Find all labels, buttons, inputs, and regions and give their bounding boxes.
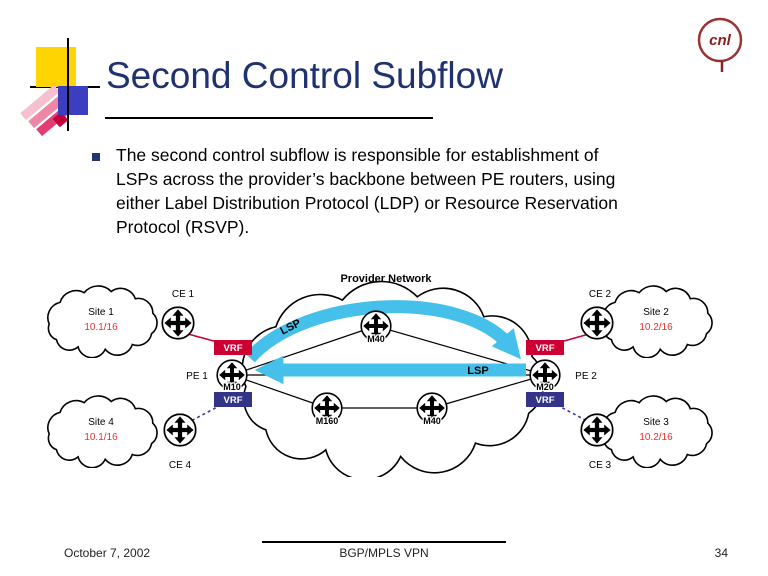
pe1-vrf-blue-box bbox=[214, 392, 252, 407]
lsp-arrow-forward bbox=[245, 300, 521, 363]
ce1-router-icon bbox=[161, 306, 195, 340]
bullet-line-3: either Label Distribution Protocol (LDP)… bbox=[116, 193, 618, 213]
pe1-vrf-red-label: VRF bbox=[224, 343, 243, 354]
link-vrf-ce4 bbox=[188, 404, 222, 423]
decor-blue-square bbox=[58, 86, 88, 115]
link-core-right-pe2 bbox=[431, 374, 546, 409]
pe2-vrf-blue-box bbox=[526, 392, 564, 407]
site4-address: 10.1/16 bbox=[84, 432, 118, 443]
cnl-logo: cnl bbox=[697, 17, 743, 72]
lsp-return-label: LSP bbox=[467, 365, 488, 377]
bullet-line-2: LSPs across the provider’s backbone betw… bbox=[116, 169, 616, 189]
footer-date: October 7, 2002 bbox=[64, 546, 151, 560]
ce1-label: CE 1 bbox=[172, 289, 195, 300]
pe1-vrf-blue-label: VRF bbox=[224, 395, 243, 406]
footer-page-number: 34 bbox=[714, 546, 728, 560]
bullet-line-4: Protocol (RSVP). bbox=[116, 217, 250, 237]
core-right-router-name: M40 bbox=[423, 416, 441, 426]
link-pe1-core-left bbox=[231, 374, 328, 409]
decor-yellow-square bbox=[36, 47, 76, 87]
corner-decoration bbox=[0, 0, 140, 150]
title-underline bbox=[105, 117, 433, 119]
pe2-vrf-red-box bbox=[526, 340, 564, 355]
footer-divider bbox=[262, 541, 506, 543]
pe2-vrf-red-label: VRF bbox=[536, 343, 555, 354]
site2-name: Site 2 bbox=[643, 307, 669, 318]
pe1-router-name: M10 bbox=[223, 382, 241, 392]
logo-circle bbox=[697, 17, 743, 63]
ce2-router-icon bbox=[580, 306, 614, 340]
pe2-router-name: M20 bbox=[536, 382, 554, 392]
site1-name: Site 1 bbox=[88, 307, 114, 318]
pe2-vrf-blue-label: VRF bbox=[536, 395, 555, 406]
ce3-router-icon bbox=[580, 413, 614, 447]
site2-address: 10.2/16 bbox=[639, 322, 673, 333]
site3-name: Site 3 bbox=[643, 417, 669, 428]
pe1-label: PE 1 bbox=[186, 371, 208, 382]
bullet-marker bbox=[92, 153, 100, 161]
site4-name: Site 4 bbox=[88, 417, 114, 428]
pe1-vrf-red-box bbox=[214, 340, 252, 355]
page-title: Second Control Subflow bbox=[106, 55, 503, 96]
provider-network-label: Provider Network bbox=[340, 273, 432, 285]
link-vrf-ce3 bbox=[556, 404, 590, 423]
ce3-label: CE 3 bbox=[589, 460, 612, 471]
network-diagram: LSP LSP VRF VRF VRF VRF Provider Network… bbox=[47, 273, 713, 477]
site3-address: 10.2/16 bbox=[639, 432, 673, 443]
site1-address: 10.1/16 bbox=[84, 322, 118, 333]
ce4-label: CE 4 bbox=[169, 460, 192, 471]
logo-text: cnl bbox=[709, 32, 732, 49]
pe2-label: PE 2 bbox=[575, 371, 597, 382]
footer-title: BGP/MPLS VPN bbox=[339, 546, 429, 560]
ce4-router-icon bbox=[163, 413, 197, 447]
bullet-text: The second control subflow is responsibl… bbox=[116, 143, 618, 239]
ce2-label: CE 2 bbox=[589, 289, 612, 300]
decor-vertical-line bbox=[67, 38, 69, 131]
bullet-line-1: The second control subflow is responsibl… bbox=[116, 145, 599, 165]
core-left-router-name: M160 bbox=[316, 416, 339, 426]
core-top-router-name: M40 bbox=[367, 334, 385, 344]
